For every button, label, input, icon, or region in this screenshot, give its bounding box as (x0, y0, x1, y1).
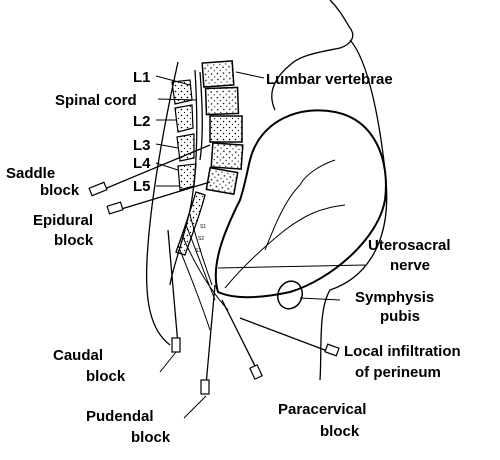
body-front-outline (319, 39, 388, 381)
label-l2: L2 (133, 113, 151, 130)
saddle-block-needle (88, 144, 211, 197)
epidural-block-needle (106, 181, 211, 215)
uterus-inner-line (224, 204, 346, 289)
label-l4: L4 (133, 155, 151, 172)
nerve-root-s3: S3 (195, 248, 201, 254)
lumbar-vertebrae (175, 60, 244, 256)
head-outline (271, 0, 354, 111)
nerve-root-s2: S2 (198, 236, 204, 242)
label-l3: L3 (133, 137, 151, 154)
label-epidural-block: block (54, 232, 94, 249)
label-caudal: Caudal (53, 347, 103, 364)
label-l1: L1 (133, 69, 151, 86)
label-symphysis: Symphysis (355, 289, 434, 306)
label-caudal-block: block (86, 368, 126, 385)
leader-lines (155, 71, 366, 419)
labels: L1 Spinal cord L2 L3 L4 Saddle block L5 … (6, 69, 461, 446)
nerve-roots-tiny-labels: S1 (200, 224, 206, 230)
paracervical-block-needle (221, 299, 263, 380)
spinal-cord (199, 71, 203, 161)
label-epidural: Epidural (33, 212, 93, 229)
local-infiltration-needle (239, 317, 340, 357)
label-l5: L5 (133, 178, 151, 195)
label-spinal-cord: Spinal cord (55, 92, 137, 109)
label-paracervical: Paracervical (278, 401, 366, 418)
label-saddle-block: block (40, 182, 80, 199)
spinal-canal (169, 69, 198, 286)
uterus (214, 109, 387, 299)
sacral-nerves (177, 214, 229, 331)
label-symphysis-pubis: pubis (380, 308, 420, 325)
spinous-processes (171, 79, 197, 191)
label-paracervical-block: block (320, 423, 360, 440)
label-local-infiltration: Local infiltration (344, 343, 461, 360)
label-pudendal-block: block (131, 429, 171, 446)
uterus-vessels (264, 159, 336, 251)
label-lumbar-vertebrae: Lumbar vertebrae (266, 71, 393, 88)
label-uterosacral: Uterosacral (368, 237, 451, 254)
label-saddle: Saddle (6, 165, 55, 182)
pudendal-block-needle (200, 284, 216, 395)
label-of-perineum: of perineum (355, 364, 441, 381)
symphysis-pubis (276, 280, 304, 310)
label-pudendal: Pudendal (86, 408, 154, 425)
label-uterosacral-nerve: nerve (390, 257, 430, 274)
body-back-outline (145, 61, 179, 346)
